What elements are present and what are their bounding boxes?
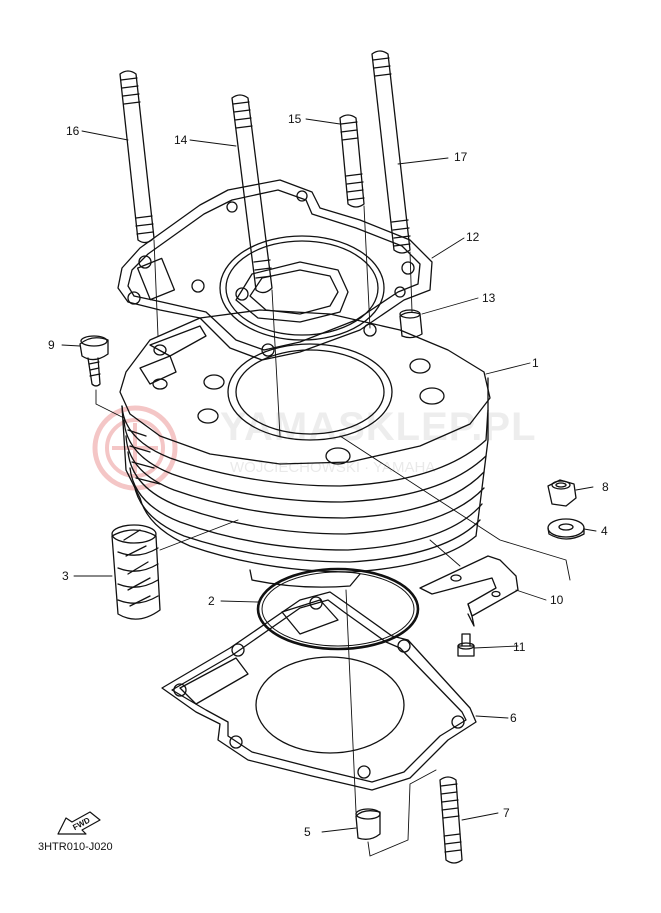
dowel-lower — [355, 808, 381, 840]
label-9: 9 — [48, 338, 55, 352]
label-3: 3 — [62, 569, 69, 583]
label-4: 4 — [601, 524, 608, 538]
assembly-lines — [95, 205, 571, 857]
o-ring — [256, 567, 420, 651]
label-16: 16 — [66, 124, 80, 138]
nut-8 — [547, 479, 577, 507]
label-13: 13 — [482, 291, 496, 305]
bolt-11 — [457, 633, 475, 657]
label-11: 11 — [513, 640, 526, 654]
watermark: YAMASKLEP.PL WOJCIECHOWSKI · YAMAHA — [92, 405, 592, 495]
bolt-9 — [79, 335, 109, 387]
label-8: 8 — [602, 480, 609, 494]
diagram-code: 3HTR010-J020 — [38, 841, 113, 853]
fwd-arrow: FWD — [56, 808, 104, 838]
label-14: 14 — [174, 133, 188, 147]
watermark-subtext: WOJCIECHOWSKI · YAMAHA — [230, 459, 436, 476]
label-2: 2 — [208, 594, 215, 608]
label-5: 5 — [304, 825, 311, 839]
cylinder-body — [119, 309, 491, 588]
washer-4 — [547, 518, 585, 540]
label-15: 15 — [288, 112, 302, 126]
head-gasket — [117, 179, 433, 361]
base-gasket — [161, 591, 477, 791]
label-10: 10 — [550, 593, 564, 607]
leader-lines — [61, 118, 597, 833]
dowel-upper — [399, 309, 423, 339]
fwd-arrow-icon: FWD — [57, 811, 101, 835]
label-17: 17 — [454, 150, 468, 164]
label-12: 12 — [466, 230, 480, 244]
label-7: 7 — [503, 806, 510, 820]
stud-16 — [119, 70, 155, 244]
bracket-10 — [419, 555, 519, 627]
stud-15 — [339, 114, 365, 208]
label-6: 6 — [510, 711, 517, 725]
cylinder-sleeve — [111, 524, 161, 620]
label-1: 1 — [532, 356, 539, 370]
stud-14 — [231, 94, 273, 294]
stud-17 — [371, 50, 411, 254]
watermark-text: YAMASKLEP.PL — [220, 405, 537, 449]
stud-7 — [439, 776, 463, 864]
